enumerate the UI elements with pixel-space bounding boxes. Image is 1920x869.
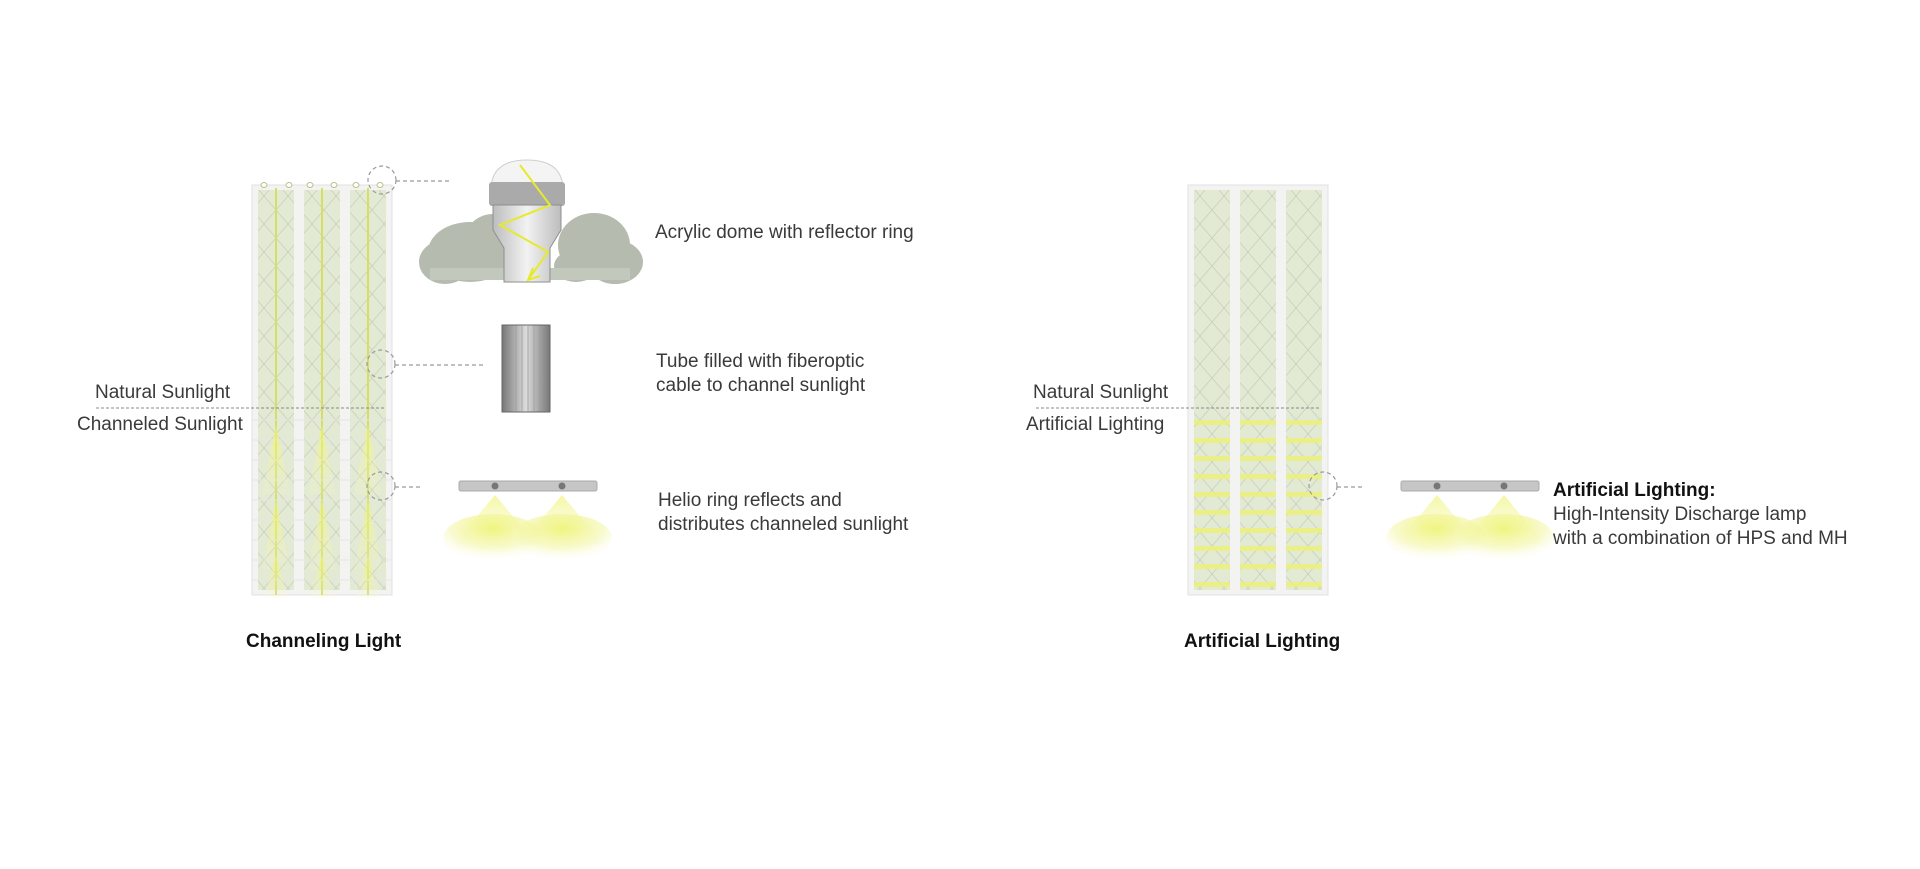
left-natural-sunlight-label: Natural Sunlight xyxy=(95,382,231,403)
tube-callout-line1: Tube filled with fiberoptic xyxy=(656,351,865,372)
channeled-sunlight-label: Channeled Sunlight xyxy=(77,414,243,435)
right-natural-sunlight-label: Natural Sunlight xyxy=(1033,382,1169,403)
artificial-lighting-caption: Artificial Lighting xyxy=(1184,631,1341,652)
hid-callout-title: Artificial Lighting: xyxy=(1553,480,1716,501)
helio-ring-illustration xyxy=(443,480,612,562)
acrylic-dome-illustration xyxy=(419,159,643,284)
helio-callout-line2: distributes channeled sunlight xyxy=(658,514,909,535)
artificial-lighting-label: Artificial Lighting xyxy=(1026,414,1165,435)
hid-lamp-illustration xyxy=(1386,480,1554,562)
channeling-light-caption: Channeling Light xyxy=(246,631,402,652)
left-callouts xyxy=(366,165,484,501)
tube-callout-line2: cable to channel sunlight xyxy=(656,375,866,396)
channeling-tower xyxy=(251,182,393,598)
right-callout xyxy=(1308,471,1365,501)
dome-callout-text: Acrylic dome with reflector ring xyxy=(655,222,914,243)
hid-callout-line2: with a combination of HPS and MH xyxy=(1553,528,1848,549)
fiberoptic-tube-illustration xyxy=(501,324,551,413)
artificial-tower xyxy=(1187,184,1329,596)
helio-callout-line1: Helio ring reflects and xyxy=(658,490,842,511)
hid-callout-line1: High-Intensity Discharge lamp xyxy=(1553,504,1807,525)
